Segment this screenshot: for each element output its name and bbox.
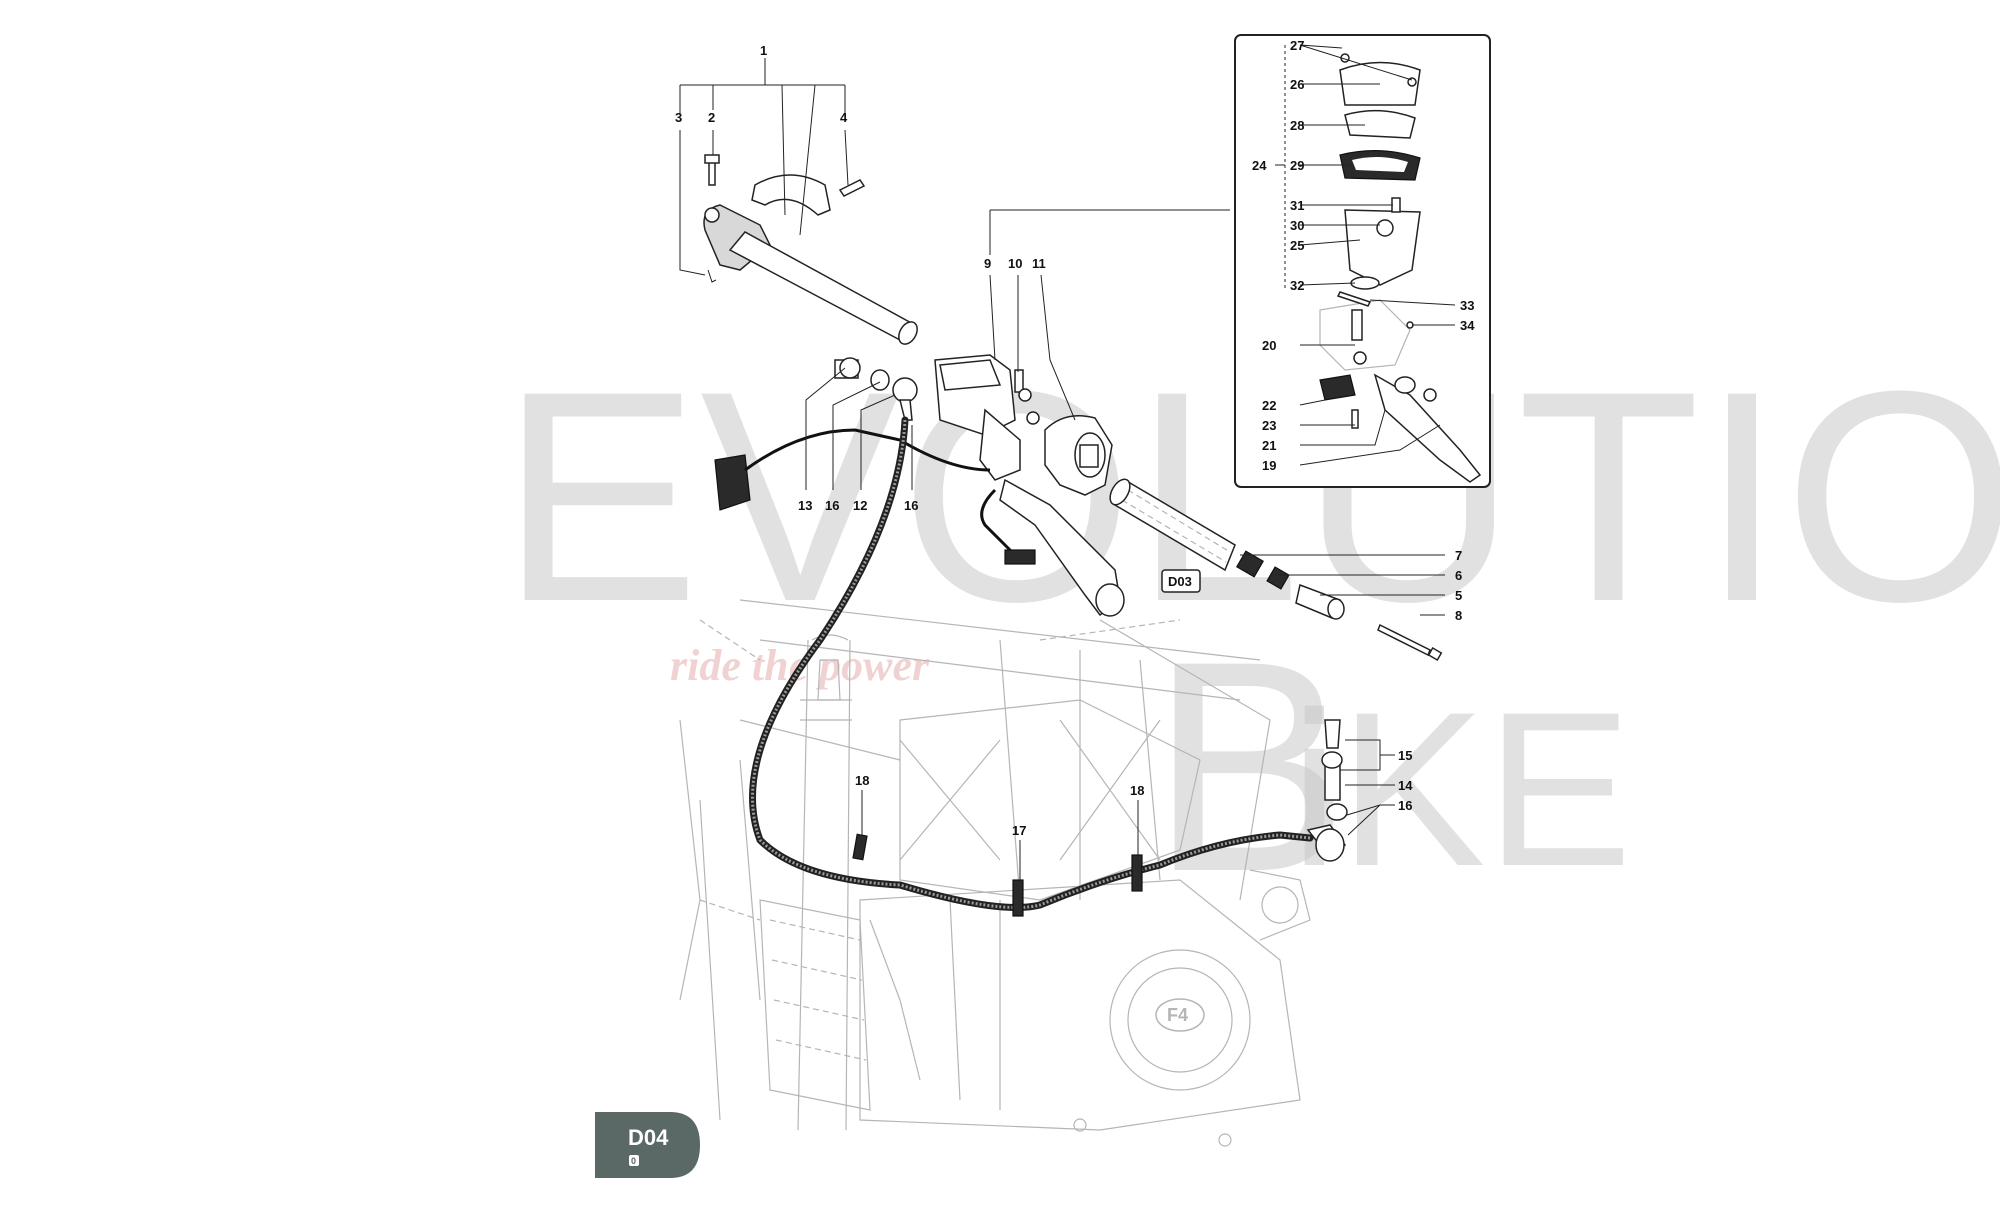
callout-15: 15 xyxy=(1398,748,1412,763)
callout-7: 7 xyxy=(1455,548,1462,563)
callout-9: 9 xyxy=(984,256,991,271)
watermark-big-letter: B xyxy=(1150,598,1350,934)
watermark-line-bottom: iKE xyxy=(1290,666,1632,912)
motorcycle-frame-ghost xyxy=(679,599,1311,1147)
callout-10: 10 xyxy=(1008,256,1022,271)
callout-25: 25 xyxy=(1290,238,1304,253)
callout-12: 12 xyxy=(853,498,867,513)
callout-2: 2 xyxy=(708,110,715,125)
callout-14: 14 xyxy=(1398,778,1413,793)
callout-13: 13 xyxy=(798,498,812,513)
callout-5: 5 xyxy=(1455,588,1462,603)
callout-3: 3 xyxy=(675,110,682,125)
callout-19: 19 xyxy=(1262,458,1276,473)
reservoir-detail-inset xyxy=(1234,34,1491,488)
callout-16b: 16 xyxy=(904,498,918,513)
callout-17: 17 xyxy=(1012,823,1026,838)
svg-text:F4: F4 xyxy=(1167,1005,1188,1025)
page-badge-sub: 0 xyxy=(631,1156,636,1166)
callout-22: 22 xyxy=(1262,398,1276,413)
callout-18b: 18 xyxy=(1130,783,1144,798)
svg-text:D03: D03 xyxy=(1168,574,1192,589)
handlebar-clamp-assembly xyxy=(703,154,918,345)
clutch-master-cylinder-assembly xyxy=(714,354,1443,661)
reference-tag-d03: D03 xyxy=(1161,569,1201,593)
callout-28: 28 xyxy=(1290,118,1304,133)
callout-4: 4 xyxy=(840,110,848,125)
callout-6: 6 xyxy=(1455,568,1462,583)
callout-23: 23 xyxy=(1262,418,1276,433)
callout-leaders xyxy=(679,44,1456,880)
callout-30: 30 xyxy=(1290,218,1304,233)
callout-24: 24 xyxy=(1252,158,1267,173)
callout-34: 34 xyxy=(1460,318,1475,333)
callout-26: 26 xyxy=(1290,77,1304,92)
callout-8: 8 xyxy=(1455,608,1462,623)
callout-16c: 16 xyxy=(1398,798,1412,813)
callout-16a: 16 xyxy=(825,498,839,513)
callout-32: 32 xyxy=(1290,278,1304,293)
page-badge: D04 0 xyxy=(595,1112,700,1178)
callout-labels: 1 2 3 4 9 10 11 13 16 12 16 7 6 5 8 15 1… xyxy=(675,38,1475,838)
callout-33: 33 xyxy=(1460,298,1474,313)
clutch-hose xyxy=(749,416,1348,917)
callout-20: 20 xyxy=(1262,338,1276,353)
page-badge-code: D04 xyxy=(628,1125,669,1150)
callout-21: 21 xyxy=(1262,438,1276,453)
callout-29: 29 xyxy=(1290,158,1304,173)
callout-11: 11 xyxy=(1032,256,1046,271)
callout-18a: 18 xyxy=(855,773,869,788)
engine-logo: F4 xyxy=(1155,998,1205,1032)
callout-1: 1 xyxy=(760,43,767,58)
callout-27: 27 xyxy=(1290,38,1304,53)
callout-31: 31 xyxy=(1290,198,1304,213)
